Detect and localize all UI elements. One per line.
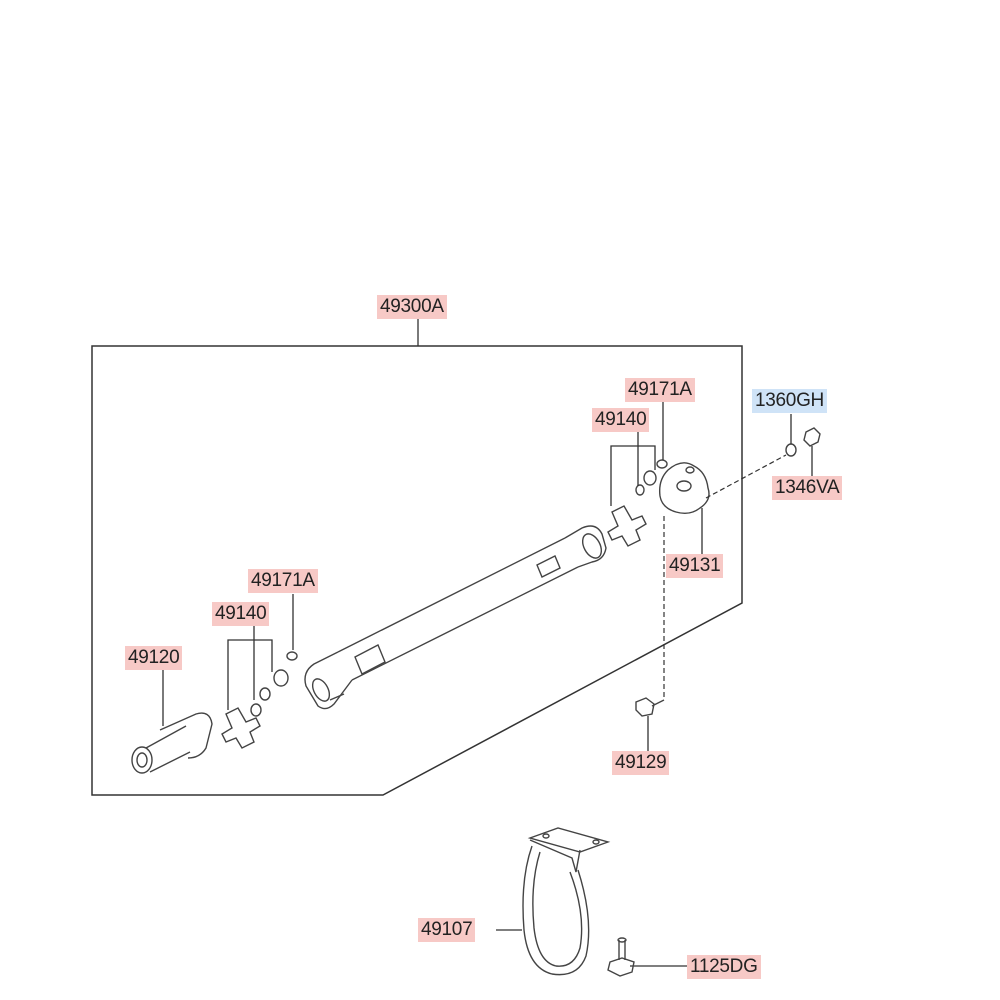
- label-assembly[interactable]: 49300A: [377, 295, 447, 319]
- label-bolt-lower[interactable]: 49129: [612, 751, 670, 775]
- shaft-front-yoke: [304, 651, 353, 710]
- label-bracket[interactable]: 49107: [418, 918, 476, 942]
- front-bearing-cap-2: [259, 687, 271, 701]
- label-spider-rear[interactable]: 49140: [592, 408, 650, 432]
- front-flange-yoke: [131, 712, 213, 774]
- shaft-tube: [337, 537, 579, 681]
- label-yoke[interactable]: 49120: [125, 646, 183, 670]
- label-nut-top[interactable]: 1346VA: [772, 476, 843, 500]
- top-nut: [803, 427, 821, 447]
- bolt-path-top: [705, 454, 787, 499]
- shaft-rear-yoke: [564, 525, 607, 568]
- rear-spider: [607, 505, 647, 547]
- label-bolt-top[interactable]: 1360GH: [752, 389, 827, 413]
- label-spider-front[interactable]: 49140: [212, 602, 270, 626]
- front-spider: [221, 703, 262, 749]
- leader-lines: [162, 402, 813, 967]
- hanger-bracket: [522, 827, 611, 976]
- label-coupling[interactable]: 49131: [666, 554, 724, 578]
- rear-clip: [656, 459, 668, 469]
- label-bolt-bracket[interactable]: 1125DG: [687, 955, 761, 979]
- bracket-bolt: [607, 937, 635, 977]
- label-clip-rear[interactable]: 49171A: [625, 378, 695, 402]
- front-clip: [286, 651, 298, 661]
- lower-bolt: [635, 697, 665, 717]
- rubber-coupling: [658, 462, 710, 515]
- front-bearing-cap: [273, 669, 289, 687]
- label-clip-front[interactable]: 49171A: [248, 569, 318, 593]
- assembly-boundary: [91, 345, 743, 796]
- top-bolt: [785, 443, 797, 457]
- rear-clip-2: [635, 484, 645, 496]
- rear-bearing-cap: [643, 470, 657, 486]
